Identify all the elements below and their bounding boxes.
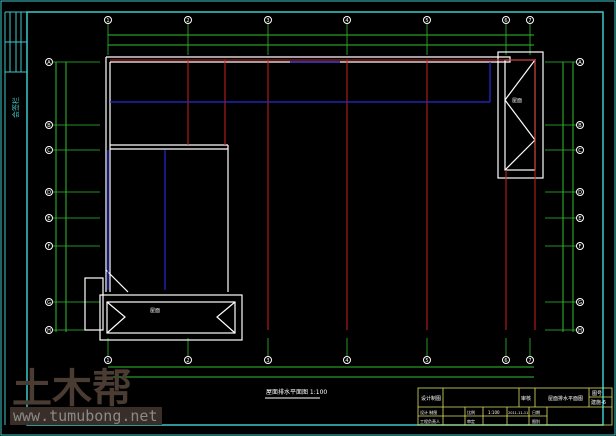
inner-frame <box>26 11 604 426</box>
svg-text:3: 3 <box>266 18 269 24</box>
grid-bubble-col: 6 <box>502 356 510 364</box>
dimension-lines <box>55 34 574 378</box>
tb-checker: 审核 <box>521 395 531 402</box>
svg-text:E: E <box>47 216 50 222</box>
sign-strip-label: 会签栏 <box>11 97 20 118</box>
grid-bubble-col: 3 <box>264 356 272 364</box>
grid-bubble-row: A <box>576 58 584 66</box>
svg-text:G: G <box>578 300 582 306</box>
svg-text:H: H <box>47 328 51 334</box>
grid-bubble-col: 7 <box>526 356 534 364</box>
svg-text:3: 3 <box>266 358 269 364</box>
grid-bubble-col: 4 <box>343 356 351 364</box>
svg-text:2: 2 <box>186 358 189 364</box>
grid-bubble-row: E <box>576 214 584 222</box>
grid-bubble-col: 5 <box>423 356 431 364</box>
svg-text:7: 7 <box>528 358 531 364</box>
grid-bubble-col: 4 <box>343 16 351 24</box>
grid-bubble-row: C <box>45 146 53 154</box>
grid-bubble-col: 2 <box>184 16 192 24</box>
grid-bubble-col: 5 <box>423 16 431 24</box>
grid-bubble-col: 1 <box>104 356 112 364</box>
blue-lines <box>107 61 491 290</box>
tb-drawing-name: 屋面排水平面图 <box>548 395 583 402</box>
sign-strip <box>4 11 27 425</box>
tb-designer: 设计制图 <box>421 395 441 402</box>
grid-bubble-row: G <box>576 298 584 306</box>
tb-cell: 比例 <box>467 409 475 415</box>
svg-text:A: A <box>47 60 51 66</box>
svg-text:5: 5 <box>425 18 428 24</box>
grid-bubble-col: 3 <box>264 16 272 24</box>
room-label: 屋面 <box>512 98 522 104</box>
svg-text:B: B <box>578 123 582 129</box>
tb-cell: 1:100 <box>488 410 500 415</box>
grid-bubble-col: 7 <box>526 16 534 24</box>
tb-sheet-label: 图号 <box>592 391 602 397</box>
grid-bubble-row: D <box>576 188 584 196</box>
tb-cell: 设计 制图 <box>420 409 437 415</box>
svg-text:1: 1 <box>106 358 109 364</box>
svg-text:7: 7 <box>528 18 531 24</box>
svg-text:2: 2 <box>186 18 189 24</box>
svg-text:B: B <box>47 123 51 129</box>
grid-bubble-row: D <box>45 188 53 196</box>
svg-text:G: G <box>47 300 51 306</box>
grid-bubble-row: G <box>45 298 53 306</box>
svg-text:F: F <box>48 244 51 250</box>
svg-text:6: 6 <box>504 18 507 24</box>
grid-bubble-row: B <box>45 121 53 129</box>
grid-bubble-row: F <box>45 242 53 250</box>
svg-text:C: C <box>578 148 582 154</box>
svg-text:4: 4 <box>345 18 348 24</box>
tb-cell: 工程负责人 <box>420 418 440 424</box>
building-walls <box>84 51 544 341</box>
svg-text:A: A <box>578 60 582 66</box>
svg-text:D: D <box>47 190 51 196</box>
svg-text:C: C <box>47 148 51 154</box>
grid-bubble-row: F <box>576 242 584 250</box>
svg-text:E: E <box>578 216 581 222</box>
tb-cell: 2011-11-11 <box>508 411 528 415</box>
svg-text:5: 5 <box>425 358 428 364</box>
drawing-title[interactable]: 屋面排水平面图 1:100 <box>266 388 327 396</box>
tb-cell: 审定 <box>467 418 475 424</box>
svg-text:H: H <box>578 328 582 334</box>
red-lines <box>110 59 536 330</box>
grid-bubble-col: 6 <box>502 16 510 24</box>
grid-bubble-row: B <box>576 121 584 129</box>
svg-text:D: D <box>578 190 582 196</box>
grid-bubble-row: E <box>45 214 53 222</box>
grid-bubble-row: H <box>576 326 584 334</box>
tb-cell: 图别 <box>532 418 540 424</box>
grid-bubble-row: C <box>576 146 584 154</box>
title-block-text: 设计制图 审核 屋面排水平面图 图号 建施-6 设计 制图 比例 1:100 2… <box>420 391 606 424</box>
grid-bubble-col: 1 <box>104 16 112 24</box>
watermark-logo: 土木帮 <box>12 366 132 412</box>
room-label: 屋面 <box>150 308 160 314</box>
svg-text:1: 1 <box>106 18 109 24</box>
grid-lines <box>53 24 576 356</box>
svg-text:4: 4 <box>345 358 348 364</box>
tb-cell: 日期 <box>532 409 540 415</box>
tb-sheet-no: 建施-6 <box>591 399 606 406</box>
grid-bubble-row: A <box>45 58 53 66</box>
watermark-url: www.tumubong.net <box>13 407 158 425</box>
grid-bubble-col: 2 <box>184 356 192 364</box>
watermark-url-bg <box>10 407 162 425</box>
grid-bubble-row: H <box>45 326 53 334</box>
svg-text:F: F <box>579 244 582 250</box>
svg-text:6: 6 <box>504 358 507 364</box>
title-block <box>417 387 613 426</box>
